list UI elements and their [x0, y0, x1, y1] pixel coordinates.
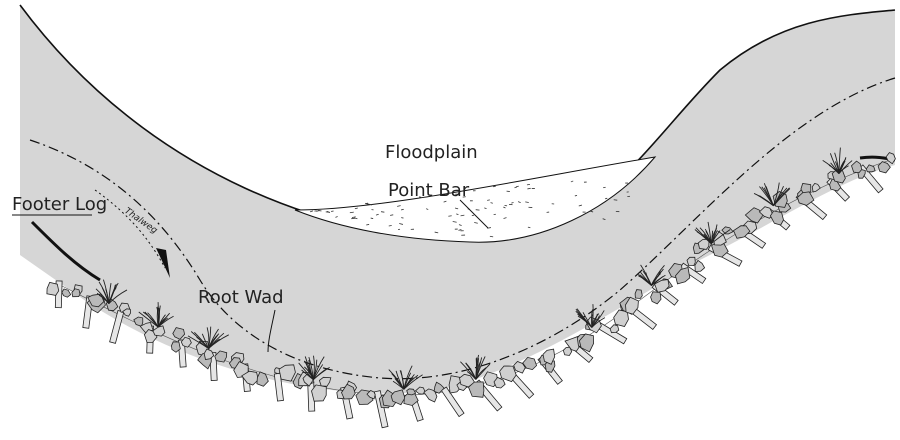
boulder: [651, 292, 661, 304]
stipple-mark: [527, 184, 530, 185]
boulder: [610, 325, 619, 333]
stipple-mark: [487, 200, 490, 201]
point-bar-label: Point Bar: [388, 180, 470, 201]
root-wad-label: Root Wad: [198, 287, 284, 308]
stipple-mark: [525, 202, 529, 203]
stipple-mark: [366, 224, 369, 225]
boulder: [47, 282, 59, 295]
boulder: [687, 257, 695, 265]
stipple-mark: [575, 195, 577, 196]
stipple-mark: [491, 203, 493, 204]
stipple-mark: [365, 203, 369, 204]
floodplain-label: Floodplain: [385, 142, 478, 163]
footer-log-label: Footer Log: [12, 194, 107, 215]
stipple-mark: [390, 215, 393, 216]
boulder: [62, 289, 71, 297]
boulder: [312, 385, 327, 401]
stipple-mark: [472, 215, 474, 216]
boulder: [635, 290, 642, 299]
stipple-mark: [389, 225, 392, 226]
stipple-mark: [603, 187, 605, 188]
stipple-mark: [505, 205, 508, 206]
boulder: [770, 211, 783, 225]
